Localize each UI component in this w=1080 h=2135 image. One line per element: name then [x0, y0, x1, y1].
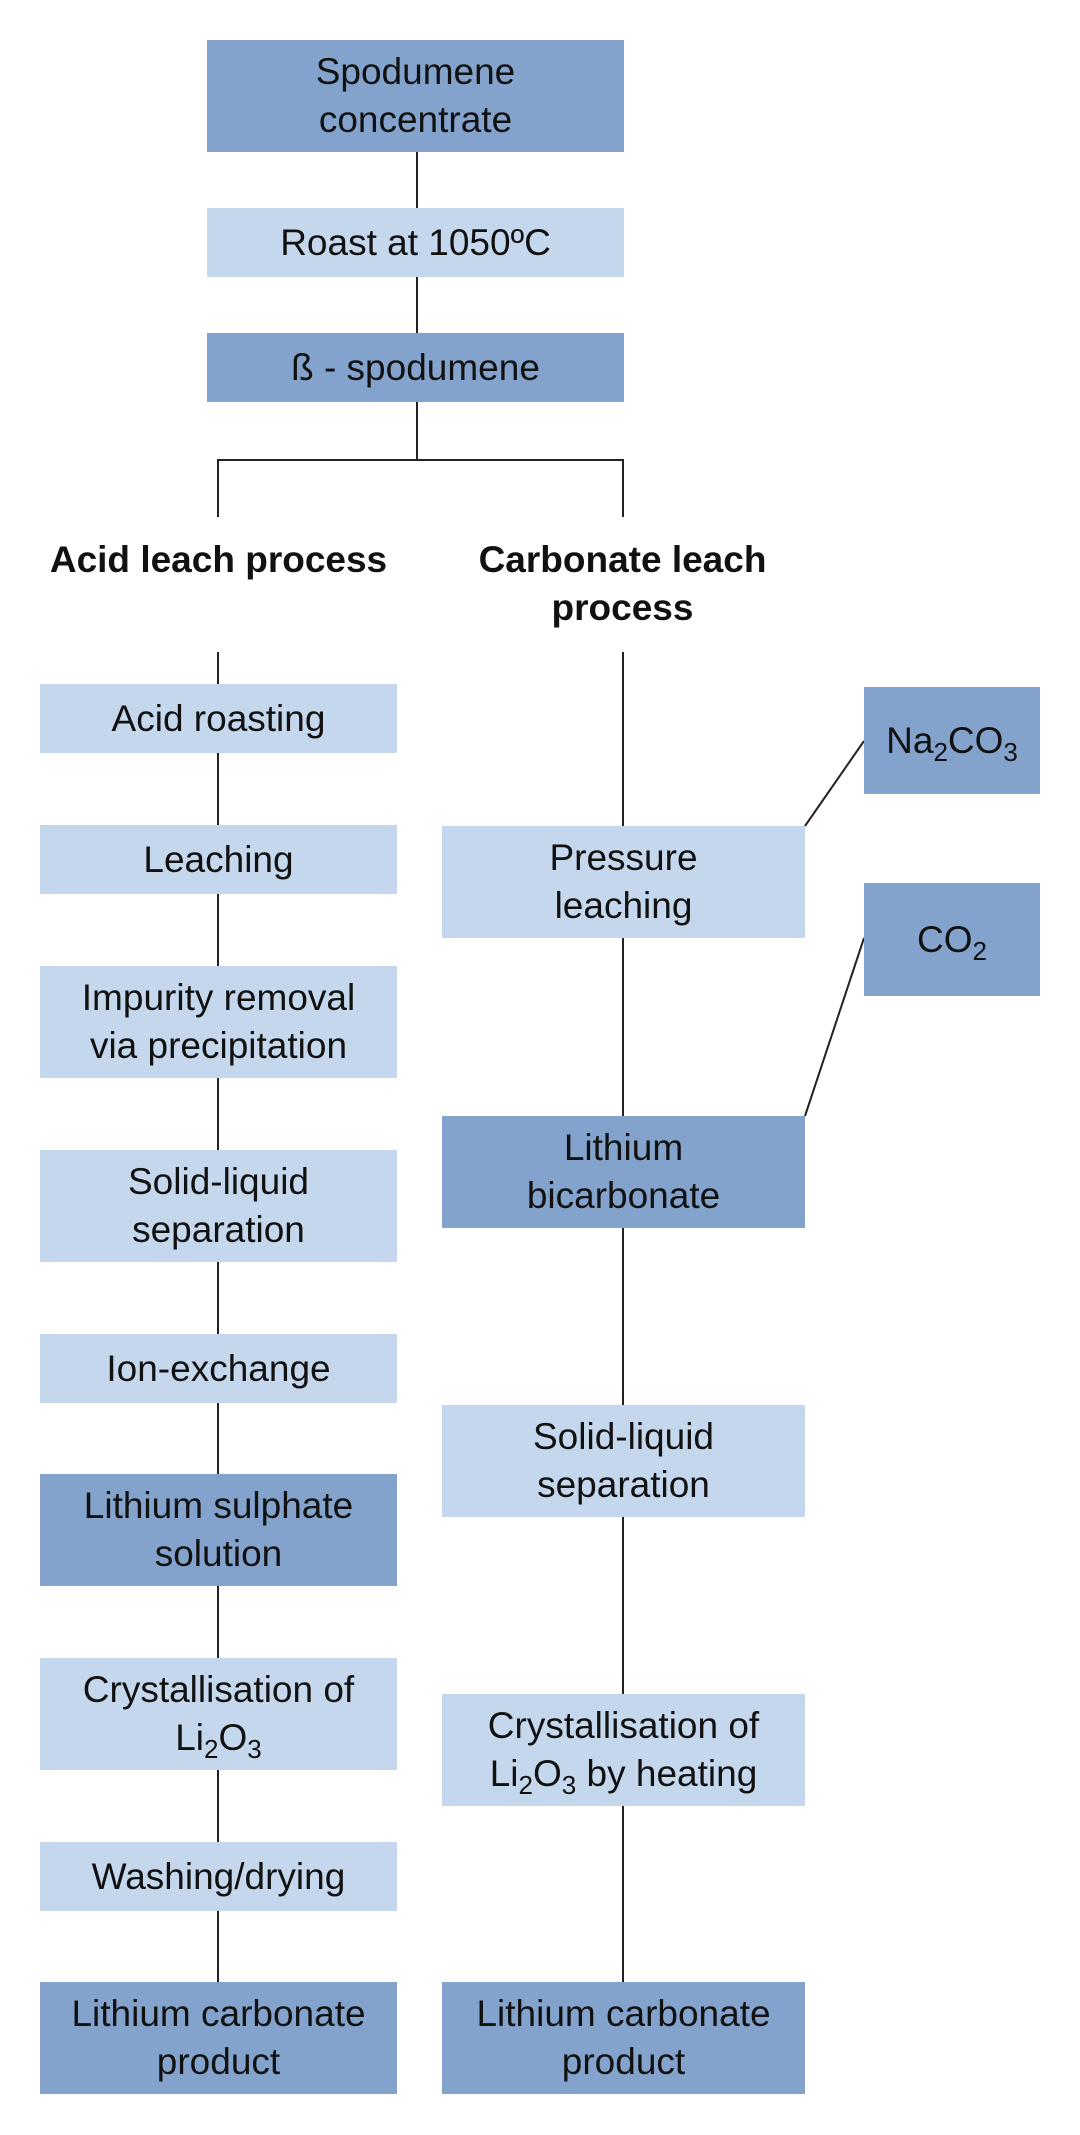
carbonate-solid-liquid-line1: Solid-liquid [533, 1416, 714, 1457]
leaching-box: Leaching [40, 825, 397, 894]
connector-concentrate-roast [416, 152, 418, 208]
carbonate-crystal-sub2: 3 [561, 1770, 577, 1800]
acid-crystal-mid: O [218, 1717, 248, 1758]
co2-s1: 2 [972, 935, 987, 966]
pressure-leaching-line2: leaching [554, 885, 693, 926]
lithium-sulphate-box: Lithium sulphate solution [40, 1474, 397, 1586]
connector-split-acid [217, 459, 219, 517]
acid-solid-liquid-line2: separation [132, 1209, 305, 1250]
carbonate-crystal-post: by heating [576, 1753, 758, 1794]
connector-split-carbonate [622, 459, 624, 517]
acid-leach-heading: Acid leach process [40, 536, 397, 584]
carbonate-product-line2: product [561, 2041, 686, 2082]
acid-product-line1: Lithium carbonate [71, 1993, 366, 2034]
carbonate-leach-heading: Carbonate leach process [420, 536, 825, 632]
washing-drying-label: Washing/drying [91, 1855, 346, 1897]
acid-crystallisation-box: Crystallisation of Li2O3 [40, 1658, 397, 1770]
carbonate-crystallisation-box: Crystallisation of Li2O3 by heating [442, 1694, 805, 1806]
carbonate-crystal-sub1: 2 [518, 1770, 533, 1800]
na2co3-box: Na2CO3 [864, 687, 1040, 794]
beta-spodumene-box: ß - spodumene [207, 333, 624, 402]
carbonate-product-box: Lithium carbonate product [442, 1982, 805, 2094]
connector-roast-beta [416, 277, 418, 333]
roast-label: Roast at 1050ºC [280, 221, 551, 263]
beta-spodumene-label: ß - spodumene [291, 346, 540, 388]
na2co3-a: Na [886, 719, 934, 761]
spodumene-concentrate-line2: concentrate [318, 99, 513, 140]
leaching-label: Leaching [143, 838, 294, 880]
carbonate-product-line1: Lithium carbonate [476, 1993, 771, 2034]
acid-leach-heading-line1: Acid leach [49, 539, 235, 580]
connector-co2-bicarbonate [804, 937, 865, 1117]
carbonate-solid-liquid-line2: separation [537, 1464, 710, 1505]
pressure-leaching-line1: Pressure [549, 837, 698, 878]
spodumene-concentrate-box: Spodumene concentrate [207, 40, 624, 152]
lithium-bicarbonate-line1: Lithium [563, 1127, 684, 1168]
acid-crystal-sub2: 3 [247, 1734, 262, 1764]
na2co3-label: Na2CO3 [886, 717, 1018, 765]
impurity-removal-line1: Impurity removal [81, 977, 356, 1018]
acid-leach-heading-line2: process [245, 539, 388, 580]
acid-crystallisation-line1: Crystallisation of [82, 1669, 355, 1710]
co2-box: CO2 [864, 883, 1040, 996]
acid-roasting-box: Acid roasting [40, 684, 397, 753]
na2co3-b: CO [947, 719, 1004, 761]
lithium-sulphate-line2: solution [154, 1533, 283, 1574]
acid-crystal-pre: Li [175, 1717, 205, 1758]
connector-acid-column [217, 652, 219, 1982]
na2co3-s1: 2 [933, 736, 948, 767]
acid-product-box: Lithium carbonate product [40, 1982, 397, 2094]
washing-drying-box: Washing/drying [40, 1842, 397, 1911]
carbonate-crystal-mid: O [533, 1753, 562, 1794]
connector-na2co3-pressure [804, 740, 865, 827]
acid-solid-liquid-line1: Solid-liquid [128, 1161, 309, 1202]
co2-label: CO2 [917, 916, 987, 964]
roast-box: Roast at 1050ºC [207, 208, 624, 277]
carbonate-crystal-pre: Li [489, 1753, 519, 1794]
carbonate-leach-heading-line2: process [551, 587, 694, 628]
lithium-bicarbonate-line2: bicarbonate [526, 1175, 721, 1216]
carbonate-solid-liquid-box: Solid-liquid separation [442, 1405, 805, 1517]
impurity-removal-box: Impurity removal via precipitation [40, 966, 397, 1078]
connector-split-horizontal [217, 459, 624, 461]
na2co3-s2: 3 [1003, 736, 1018, 767]
acid-roasting-label: Acid roasting [111, 697, 326, 739]
carbonate-crystallisation-line2: Li2O3 by heating [488, 1750, 759, 1798]
carbonate-leach-heading-line1: Carbonate leach [478, 539, 767, 580]
acid-solid-liquid-box: Solid-liquid separation [40, 1150, 397, 1262]
impurity-removal-line2: via precipitation [89, 1025, 348, 1066]
acid-crystallisation-line2: Li2O3 [83, 1714, 354, 1762]
connector-carbonate-column [622, 652, 624, 1982]
ion-exchange-box: Ion-exchange [40, 1334, 397, 1403]
carbonate-crystallisation-line1: Crystallisation of [487, 1705, 760, 1746]
acid-product-line2: product [156, 2041, 281, 2082]
lithium-sulphate-line1: Lithium sulphate [83, 1485, 354, 1526]
connector-beta-split [416, 402, 418, 461]
ion-exchange-label: Ion-exchange [106, 1347, 331, 1389]
co2-a: CO [917, 918, 973, 960]
acid-crystal-sub1: 2 [204, 1734, 219, 1764]
pressure-leaching-box: Pressure leaching [442, 826, 805, 938]
lithium-bicarbonate-box: Lithium bicarbonate [442, 1116, 805, 1228]
spodumene-concentrate-line1: Spodumene [315, 51, 516, 92]
